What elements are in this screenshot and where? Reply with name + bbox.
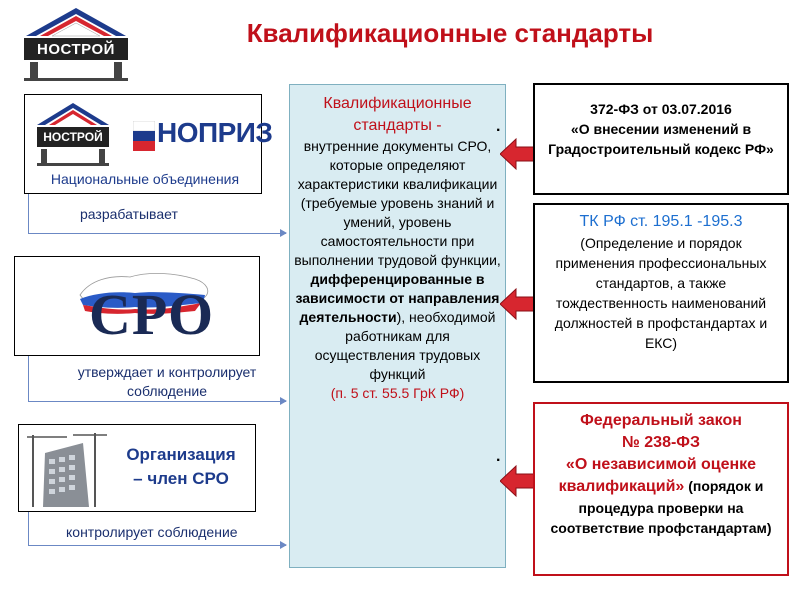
organization-title-line1: Организация: [126, 445, 236, 464]
national-associations-box: НОСТРОЙ НОПРИЗ Национальные объединения: [24, 94, 273, 194]
labor-code-box: ТК РФ ст. 195.1 -195.3 (Определение и по…: [533, 203, 789, 383]
definition-reference: (п. 5 ст. 55.5 ГрК РФ): [330, 385, 465, 401]
nostroy-logo-small-text: НОСТРОЙ: [43, 130, 103, 144]
connector-arrowhead-national: [280, 229, 287, 237]
federal-law-238-title-line1: Федеральный закон: [580, 412, 742, 429]
federal-law-238-body: «О независимой оценке квалификаций» (пор…: [541, 454, 781, 538]
red-arrow-left-icon: [500, 464, 540, 498]
definition-title-line2: стандарты -: [353, 117, 442, 134]
definition-body: внутренние документы СРО, которые опреде…: [294, 137, 501, 384]
nopriz-logo-text: НОПРИЗ: [157, 117, 273, 148]
qualification-standards-definition: Квалификационные стандарты - внутренние …: [289, 84, 506, 568]
nopriz-flag-icon: [133, 121, 155, 151]
sro-action-label-line2: соблюдение: [127, 383, 207, 399]
building-icon: [27, 433, 107, 507]
connector-national: [28, 194, 286, 234]
law-372-box: 372-ФЗ от 03.07.2016 «О внесении изменен…: [533, 83, 789, 195]
labor-code-title: ТК РФ ст. 195.1 -195.3: [579, 213, 743, 230]
federal-law-238-title-line2: № 238-ФЗ: [622, 434, 700, 451]
bullet-dot-2: .: [496, 448, 501, 465]
slide-title: Квалификационные стандарты: [246, 18, 654, 48]
sro-box: СРО: [14, 256, 260, 356]
definition-body-part1: внутренние документы СРО, которые опреде…: [294, 138, 501, 268]
red-arrow-left-icon: [500, 287, 540, 321]
federal-law-238-box: Федеральный закон № 238-ФЗ «О независимо…: [533, 402, 789, 576]
russia-map-icon: [79, 272, 209, 314]
connector-organization: [28, 512, 286, 546]
labor-code-body: (Определение и порядок применения профес…: [554, 235, 768, 351]
connector-arrowhead-sro: [280, 397, 287, 405]
definition-body-bold: дифференцированные в зависимости от напр…: [295, 271, 500, 325]
nostroy-logo-top-graphic: [24, 8, 128, 81]
nostroy-logo-top: НОСТРОЙ: [20, 6, 132, 82]
connector-arrowhead-organization: [280, 541, 287, 549]
organization-action-label: контролирует соблюдение: [66, 524, 238, 540]
federal-law-238-description: (порядок и процедура проверки на соответ…: [550, 478, 772, 536]
law-372-title: 372-ФЗ от 03.07.2016: [590, 101, 732, 117]
national-associations-caption: Национальные объединения: [50, 171, 240, 187]
federal-law-238-title-line3: «О независимой оценке квалификаций»: [558, 456, 757, 495]
nopriz-logo: НОПРИЗ: [133, 117, 273, 159]
organization-box: Организация – член СРО: [18, 424, 256, 512]
sro-logo-text: СРО: [89, 282, 215, 347]
sro-action-label-line1: утверждает и контролирует: [77, 364, 257, 380]
national-action-label: разрабатывает: [80, 206, 178, 222]
organization-title-line2: – член СРО: [133, 469, 229, 488]
definition-title-line1: Квалификационные: [323, 95, 472, 112]
nostroy-logo-small: [37, 103, 109, 166]
connector-sro: [28, 356, 286, 402]
bullet-dot-1: .: [496, 118, 501, 135]
law-372-subject: «О внесении изменений в Градостроительны…: [548, 121, 774, 157]
nostroy-logo-top-text: НОСТРОЙ: [37, 41, 115, 58]
definition-body-part2: ), необходимой работникам для осуществле…: [314, 309, 496, 382]
red-arrow-left-icon: [500, 137, 540, 171]
